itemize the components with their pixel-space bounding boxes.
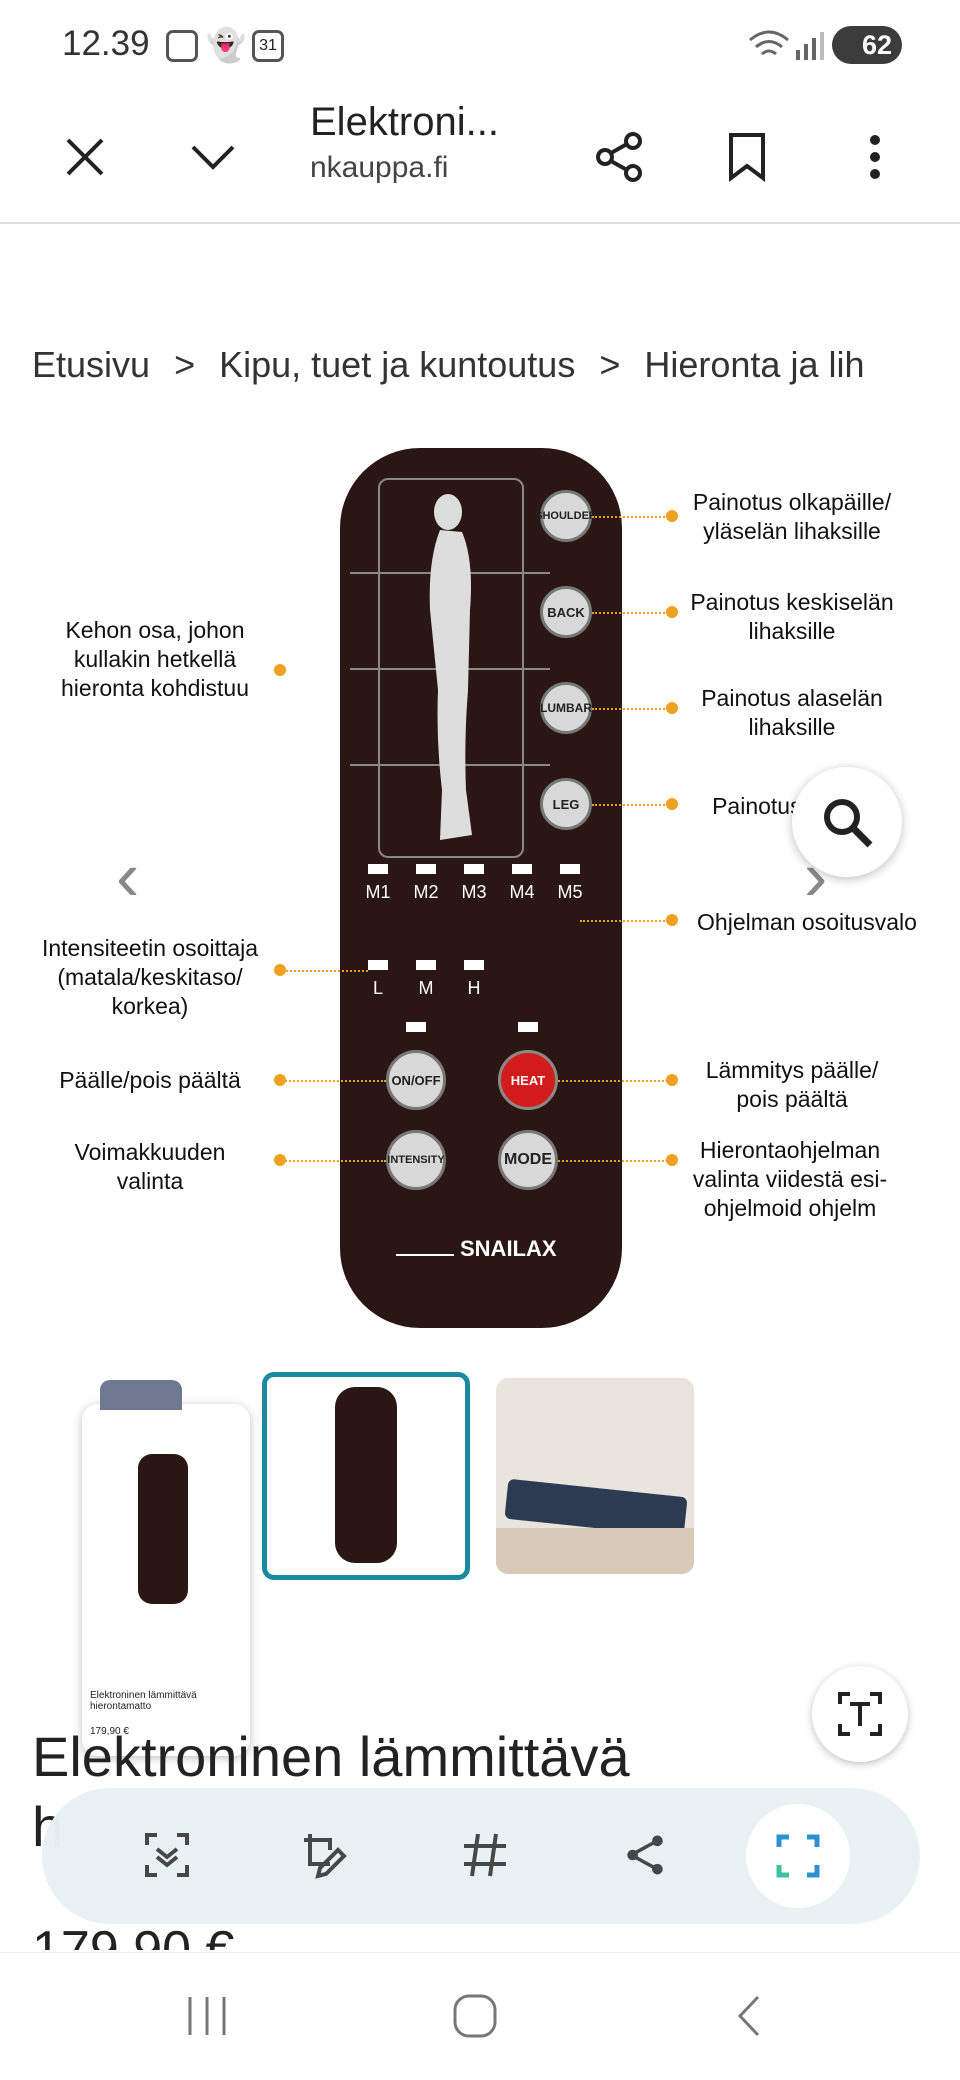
signal-icon [796,32,824,60]
share-button[interactable] [584,122,654,192]
share-icon [627,1835,663,1875]
snail-logo-icon [396,1230,454,1256]
breadcrumb-item-subcategory[interactable]: Hieronta ja lih [644,344,865,385]
scroll-capture-icon [145,1833,189,1877]
draw-button[interactable] [290,1820,360,1890]
callout-intensity-indicator: Intensiteetin osoittaja (matala/keskitas… [41,935,259,1019]
recent-apps-icon[interactable] [184,1993,230,2039]
preview-price: 179,90 € [90,1726,129,1737]
body-silhouette-icon [429,494,472,840]
level-label: L [372,978,383,998]
tag-button[interactable] [450,1820,520,1890]
status-bar: 12.39 👻 31 62 [0,0,960,90]
preview-mat-top [100,1380,182,1410]
callout-heat: Lämmitys päälle/ pois päältä [705,1057,879,1112]
lumbar-button: LUMBAR [540,682,592,734]
chevron-down-icon [191,145,235,170]
smart-select-icon [776,1834,820,1878]
close-icon [66,138,104,176]
program-label: M3 [461,882,487,902]
screenshot-preview[interactable]: Elektroninen lämmittävä hierontamatto 17… [82,1404,250,1756]
level-label: H [467,978,481,998]
share-icon [596,132,642,182]
callout-shoulder: Painotus olkapäille/ yläselän lihaksille [692,489,892,544]
zoom-button[interactable] [792,767,902,877]
callout-program-light: Ohjelman osoitusvalo [697,909,917,935]
program-label: M2 [413,882,439,902]
shoulder-button: SHOULDER [535,490,597,542]
onoff-button: ON/OFF [386,1050,446,1110]
more-options-button[interactable] [840,122,910,192]
page-title-box[interactable]: Elektroni... nkauppa.fi [310,100,499,185]
search-icon [824,799,873,848]
home-icon[interactable] [452,1993,498,2039]
scroll-capture-button[interactable] [132,1820,202,1890]
back-icon[interactable] [728,1993,774,2039]
gallery-notification-icon [166,30,198,62]
product-image[interactable]: SHOULDER BACK LUMBAR LEG M1 M2 M3 M4 M5 … [20,430,940,1330]
thumbnail-lifestyle[interactable] [496,1378,694,1574]
crop-edit-icon [304,1834,347,1879]
level-label: M [418,978,434,998]
back-button: BACK [540,586,592,638]
page-url: nkauppa.fi [310,151,449,184]
text-scan-icon [838,1692,882,1736]
breadcrumb-item-category[interactable]: Kipu, tuet ja kuntoutus [219,344,576,385]
previous-image-button[interactable]: ‹ [116,837,140,915]
system-navigation-bar [0,1952,960,2080]
text-recognition-button[interactable] [812,1666,908,1762]
intensity-button: INTENSITY [386,1130,446,1190]
heat-button: HEAT [498,1050,558,1110]
callout-back: Painotus keskiselän lihaksille [690,589,894,644]
program-label: M1 [365,882,391,902]
breadcrumb-item-home[interactable]: Etusivu [32,344,151,385]
smart-select-toolbar [42,1788,920,1924]
callout-intensity-select: Voimakkuuden valinta [74,1139,226,1194]
leg-button: LEG [540,778,592,830]
breadcrumb: Etusivu>Kipu, tuet ja kuntoutus>Hieronta… [32,344,865,385]
collapse-button[interactable] [178,122,248,192]
bookmark-button[interactable] [712,122,782,192]
hashtag-icon [464,1833,506,1877]
mode-button: MODE [498,1130,558,1190]
snapchat-notification-icon: 👻 [206,27,246,63]
thumbnail-remote-preview [335,1387,397,1563]
share-screenshot-button[interactable] [610,1820,680,1890]
callout-mode: Hierontaohjelman valinta viidestä esi- o… [692,1137,888,1221]
program-label: M4 [509,882,535,902]
page-title: Elektroni... [310,100,499,144]
status-time: 12.39 [62,24,150,63]
bookmark-icon [729,133,765,182]
product-price: 179,90 € [32,1921,235,1950]
calendar-notification-icon: 31 [252,30,284,62]
callout-body-zone: Kehon osa, johon kullakin hetkellä hiero… [61,617,249,701]
browser-app-bar [0,90,960,224]
product-title: Elektroninen lämmittävä h [32,1725,630,1858]
thumbnail-remote[interactable] [262,1372,470,1580]
wifi-icon [749,30,789,56]
close-button[interactable] [50,122,120,192]
program-label: M5 [557,882,583,902]
smart-select-button[interactable] [746,1804,850,1908]
callout-lumbar: Painotus alaselän lihaksille [701,685,883,740]
more-vert-icon [870,135,880,179]
preview-caption: Elektroninen lämmittävä hierontamatto [90,1690,197,1712]
callout-onoff: Päälle/pois päältä [59,1067,241,1093]
battery-indicator: 62 [832,26,902,64]
brand-logo: SNAILAX [460,1236,557,1261]
